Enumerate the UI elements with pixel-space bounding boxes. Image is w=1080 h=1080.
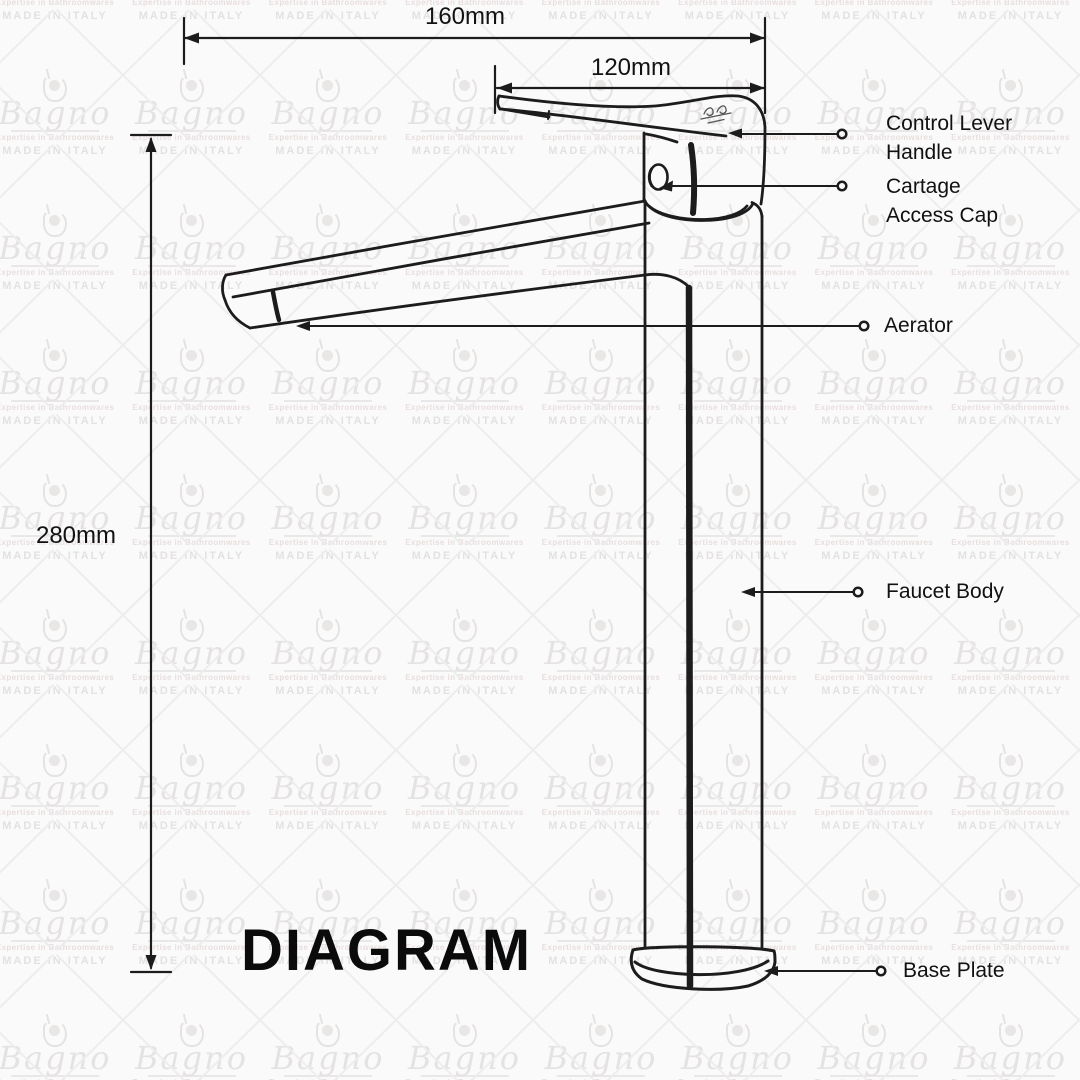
lever-brand-mark [700, 105, 732, 124]
dimension-total-width [182, 16, 767, 115]
faucet-body-pipe [643, 199, 764, 990]
faucet-spout [221, 199, 691, 330]
leader-arrowheads [296, 128, 778, 976]
label-faucet-body: Faucet Body [886, 580, 1004, 603]
page-title: DIAGRAM [241, 918, 533, 983]
leader-lines [306, 128, 887, 977]
label-control-lever-handle: Control Lever Handle [886, 112, 1013, 164]
faucet-base-plate [629, 945, 777, 991]
dimension-arrowheads [145, 32, 765, 970]
faucet-head [642, 131, 764, 222]
dimension-spout-width [493, 64, 767, 115]
label-base-plate: Base Plate [903, 959, 1005, 982]
dim-label-body-height: 280mm [35, 522, 117, 549]
dimension-body-height [129, 133, 173, 974]
dim-label-total-width: 160mm [424, 3, 506, 30]
faucet-lever-handle [496, 94, 767, 206]
dim-label-spout-width: 120mm [590, 54, 672, 81]
label-cartage-access-cap: Cartage Access Cap [886, 175, 999, 227]
label-aerator: Aerator [884, 314, 953, 337]
